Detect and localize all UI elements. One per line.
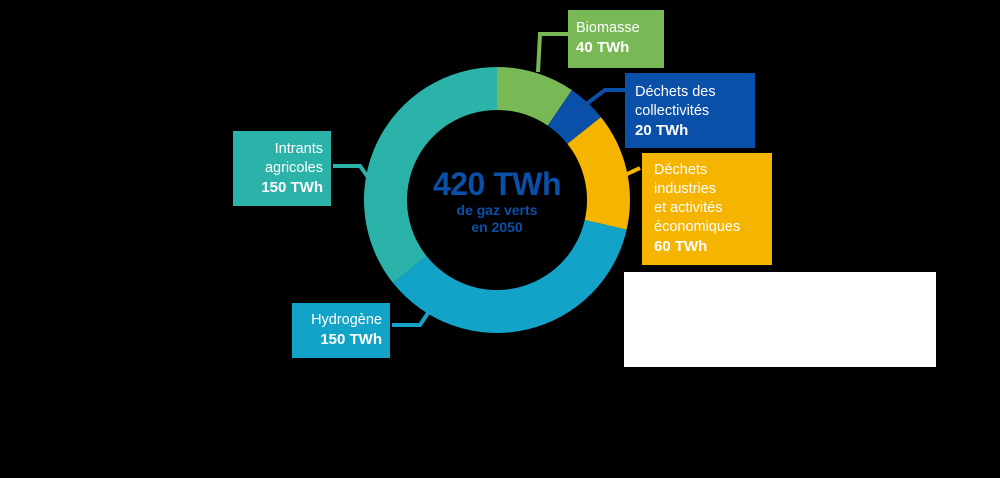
label-value: 20 TWh: [635, 122, 689, 139]
donut-segment: [364, 67, 497, 283]
label-name: agricoles: [264, 160, 323, 176]
connector-agricoles: [333, 164, 372, 182]
connector-biomasse: [536, 32, 568, 73]
donut-center-label: 420 TWh de gaz verts en 2050: [417, 166, 577, 236]
label-name: Déchets: [654, 162, 708, 178]
connector-hydrogene: [392, 308, 432, 327]
label-name: Déchets des: [635, 84, 716, 100]
total-value: 420 TWh: [432, 166, 562, 202]
donut-segment: [497, 67, 572, 126]
label-biomasse: Biomasse 40 TWh: [568, 10, 664, 68]
label-value: 150 TWh: [320, 331, 382, 348]
connector-lines: [333, 32, 641, 327]
label-name: collectivités: [635, 103, 710, 119]
label-collectivites: Déchets des collectivités 20 TWh: [625, 73, 755, 148]
label-name: industries: [654, 181, 717, 197]
label-name: Hydrogène: [311, 312, 382, 328]
label-industries: Déchets industries et activités économiq…: [642, 153, 772, 265]
donut-segment: [393, 220, 627, 333]
donut-segment: [567, 117, 631, 230]
label-name: Intrants: [274, 141, 323, 157]
total-caption-line2: en 2050: [471, 219, 523, 235]
label-value: 60 TWh: [654, 238, 708, 255]
blank-panel: [624, 272, 936, 367]
connector-collectivites: [583, 88, 625, 107]
label-hydrogene: Hydrogène 150 TWh: [292, 303, 390, 358]
label-agricoles: Intrants agricoles 150 TWh: [233, 131, 331, 206]
label-value: 150 TWh: [261, 179, 323, 196]
label-name: Biomasse: [576, 20, 640, 36]
connector-industries: [624, 166, 641, 177]
total-caption-line1: de gaz verts: [456, 202, 538, 218]
label-value: 40 TWh: [576, 39, 630, 56]
label-name: et activités: [654, 200, 723, 216]
label-name: économiques: [654, 219, 741, 235]
